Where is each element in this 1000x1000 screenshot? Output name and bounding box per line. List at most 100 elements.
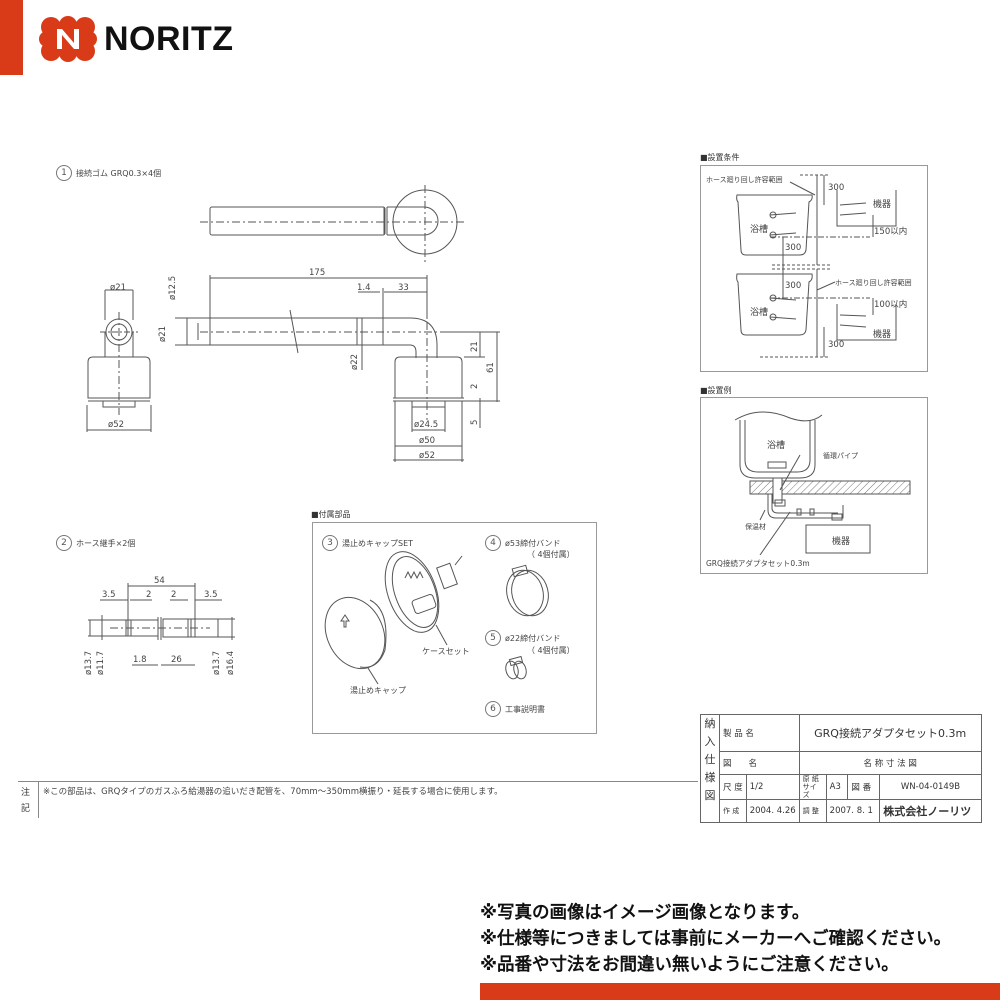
bathtub-label-1: 浴槽 (750, 225, 769, 235)
note-heading-1: 注 (21, 788, 31, 798)
dim-300-c: 300 (785, 281, 802, 291)
part2-label: ホース継手×2個 (76, 538, 136, 548)
drawing-name-value: 名 称 寸 法 図 (798, 751, 982, 775)
scale-value: 1/2 (745, 774, 800, 800)
product-name-value: GRQ接続アダプタセット0.3m (798, 714, 982, 752)
paper-size-label: 原 紙 サイズ (798, 774, 827, 800)
note-text: ※この部品は、GRQタイプのガスふろ給湯器の追いだき配管を、70mm〜350mm… (43, 787, 503, 797)
disclaimer-line-2: ※仕様等につきましては事前にメーカーへご確認ください。 (480, 929, 952, 949)
device-label-2: 機器 (873, 330, 892, 340)
note-row: 注 記 ※この部品は、GRQタイプのガスふろ給湯器の追いだき配管を、70mm〜3… (18, 781, 698, 818)
dim-54: 54 (154, 576, 165, 586)
footer-accent-bar (480, 983, 1000, 1000)
accessories-title: ■付属部品 (311, 510, 351, 519)
disclaimer-notes: ※写真の画像はイメージ画像となります。 ※仕様等につきましては事前にメーカーへご… (480, 900, 951, 978)
accessory-4-label: ø53締付バンド (505, 538, 561, 548)
part1-label: 接続ゴム GRQ0.3×4個 (76, 168, 162, 178)
drawing-no-label: 図 番 (847, 774, 881, 800)
created-label: 作 成 (719, 799, 747, 823)
dim-phi21-top: ø21 (110, 283, 127, 293)
created-value: 2004. 4.26 (745, 799, 800, 823)
dim-300-b: 300 (785, 243, 802, 253)
accessory-5-number: 5 (485, 630, 501, 646)
accessory-3: 3 湯止めキャップSET (322, 535, 413, 551)
install-conditions-title: ■設置条件 (700, 153, 740, 162)
example-bathtub-label: 浴槽 (767, 441, 786, 451)
dim-phi24-5: ø24.5 (414, 420, 439, 430)
drawing-no-value: WN-04-0149B (879, 774, 982, 800)
part2-number: 2 (56, 535, 72, 551)
disclaimer-line-3: ※品番や寸法をお間違い無いようにご注意ください。 (480, 955, 899, 975)
bathtub-label-2: 浴槽 (750, 308, 769, 318)
case-set-callout: ケースセット (422, 647, 470, 656)
dim-100-within: 100以内 (874, 300, 908, 310)
side-char: 納 (704, 717, 716, 730)
accessory-3-number: 3 (322, 535, 338, 551)
title-block-side: 納 入 仕 様 図 (700, 714, 720, 823)
dim-26: 26 (171, 655, 182, 665)
device-label-1: 機器 (873, 200, 892, 210)
note-heading-2: 記 (21, 804, 31, 814)
adapter-label: GRQ接続アダプタセット0.3m (706, 559, 810, 568)
note-divider (38, 782, 39, 818)
dim-300-d: 300 (828, 340, 845, 350)
scale-label: 尺 度 (719, 774, 747, 800)
dim-1-8: 1.8 (133, 655, 147, 665)
accessory-4-number: 4 (485, 535, 501, 551)
accessory-5-sub: （ 4個付属） (527, 646, 575, 655)
company-name: 株式会社ノーリツ (879, 799, 982, 823)
accessory-6-number: 6 (485, 701, 501, 717)
dim-2-left: 2 (146, 590, 152, 600)
accessory-4: 4 ø53締付バンド (485, 535, 560, 551)
dim-150-within: 150以内 (874, 227, 908, 237)
brand-accent-bar (0, 0, 23, 75)
accessory-5-label: ø22締付バンド (505, 633, 561, 643)
accessory-6-label: 工事説明書 (505, 704, 545, 714)
dim-2-right: 2 (171, 590, 177, 600)
dim-300-a: 300 (828, 183, 845, 193)
install-example-title: ■設置例 (700, 386, 732, 395)
example-device-label: 機器 (832, 537, 851, 547)
accessory-6: 6 工事説明書 (485, 701, 545, 717)
dim-phi52-right: ø52 (419, 451, 436, 461)
noritz-mark-icon (39, 16, 97, 62)
disclaimer-line-1: ※写真の画像はイメージ画像となります。 (480, 903, 810, 923)
side-char: 図 (704, 789, 716, 802)
dim-phi52-left: ø52 (108, 420, 125, 430)
revised-value: 2007. 8. 1 (825, 799, 881, 823)
dim-3-5-left: 3.5 (102, 590, 116, 600)
product-name-label: 製 品 名 (719, 714, 800, 752)
stop-cap-callout: 湯止めキャップ (350, 686, 406, 695)
side-char: 仕 (704, 753, 716, 766)
insulation-label: 保温材 (745, 523, 766, 531)
hose-range-label-2: ホース廻り回し許容範囲 (835, 279, 912, 287)
title-block: 納 入 仕 様 図 製 品 名 GRQ接続アダプタセット0.3m 図 名 名 称… (700, 714, 982, 823)
dim-175: 175 (309, 268, 326, 278)
part1-caption: 1 接続ゴム GRQ0.3×4個 (56, 165, 161, 181)
accessory-4-sub: （ 4個付属） (527, 550, 575, 559)
accessory-3-label: 湯止めキャップSET (342, 538, 414, 548)
install-conditions-panel (700, 165, 928, 372)
dim-1-4: 1.4 (357, 283, 371, 293)
dim-33: 33 (398, 283, 409, 293)
part1-number: 1 (56, 165, 72, 181)
drawing-name-label: 図 名 (719, 751, 800, 775)
side-char: 入 (704, 735, 716, 748)
note-heading: 注 記 (21, 785, 35, 817)
brand-name: NORITZ (104, 19, 234, 58)
paper-size-value: A3 (825, 774, 849, 800)
revised-label: 調 整 (798, 799, 827, 823)
part2-caption: 2 ホース継手×2個 (56, 535, 135, 551)
accessory-5: 5 ø22締付バンド (485, 630, 560, 646)
circ-pipe-label: 循環パイプ (823, 452, 858, 460)
dim-phi50: ø50 (419, 436, 436, 446)
dim-3-5-right: 3.5 (204, 590, 218, 600)
accessories-panel (312, 522, 597, 734)
noritz-logo: NORITZ (39, 16, 234, 62)
hose-range-label-1: ホース廻り回し許容範囲 (706, 176, 783, 184)
